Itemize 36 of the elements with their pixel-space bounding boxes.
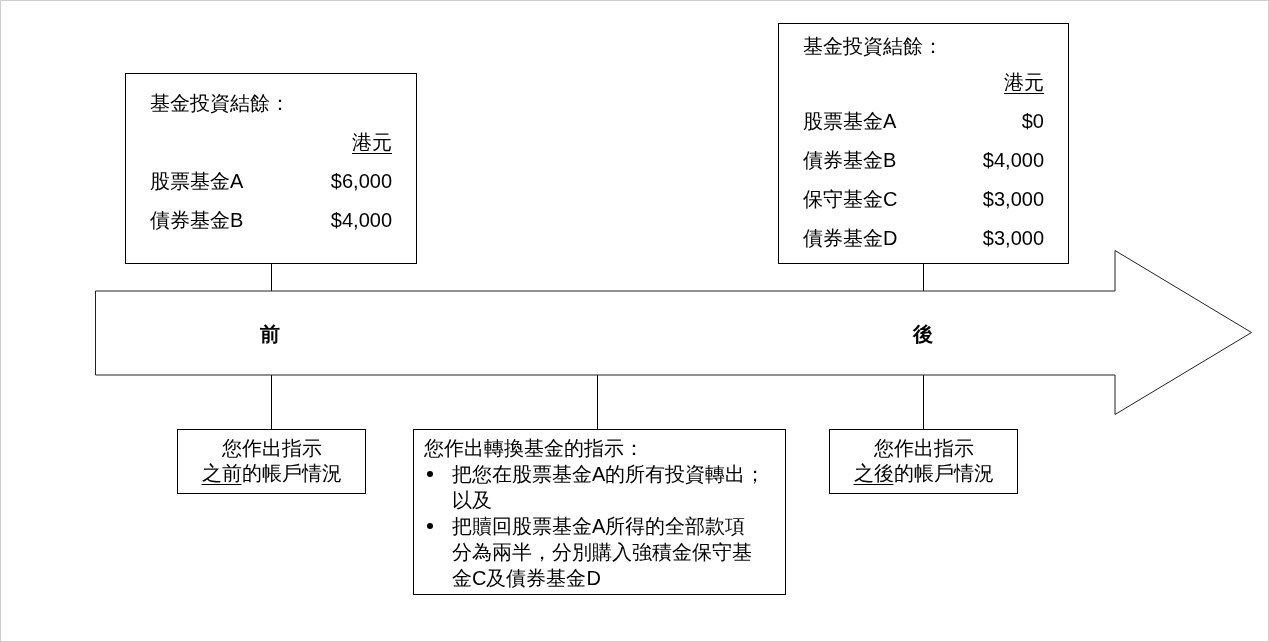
instruction-box	[413, 429, 786, 595]
box-heading: 基金投資結餘：	[803, 34, 943, 59]
note-box	[829, 429, 1018, 494]
connector-line	[271, 374, 272, 430]
fund-name: 股票基金A	[150, 169, 244, 194]
balance-box	[125, 73, 417, 264]
instruction-heading: 您作出轉換基金的指示：	[424, 436, 644, 461]
fund-name: 債券基金B	[150, 208, 244, 233]
fund-amount: $0	[1021, 109, 1044, 134]
note-text: 之前的帳戶情況	[201, 461, 342, 486]
fund-amount: $6,000	[330, 169, 392, 194]
timeline-label: 後	[913, 324, 933, 344]
fund-amount: $4,000	[330, 208, 392, 233]
fund-name: 股票基金A	[803, 109, 897, 134]
connector-line	[271, 263, 272, 292]
box-heading: 基金投資結餘：	[150, 91, 290, 116]
bullet-text: 把您在股票基金A的所有投資轉出；以及	[452, 462, 767, 513]
connector-line	[597, 374, 598, 430]
connector-line	[923, 374, 924, 430]
fund-name: 保守基金C	[803, 187, 898, 212]
timeline-arrow	[95, 250, 1252, 415]
currency-header: 港元	[352, 130, 392, 155]
fund-name: 債券基金D	[803, 226, 898, 251]
timeline-label: 前	[260, 324, 280, 344]
balance-box	[778, 23, 1069, 264]
currency-header: 港元	[1004, 70, 1044, 95]
note-text: 之後的帳戶情況	[853, 461, 994, 486]
fund-name: 債券基金B	[803, 148, 897, 173]
note-text: 您作出指示	[873, 436, 974, 461]
bullet-text: 把贖回股票基金A所得的全部款項分為兩半，分別購入強積金保守基金C及債券基金D	[452, 514, 752, 591]
fund-amount: $4,000	[982, 148, 1044, 173]
fund-amount: $3,000	[982, 226, 1044, 251]
note-text: 您作出指示	[221, 436, 322, 461]
connector-line	[923, 263, 924, 292]
fund-amount: $3,000	[982, 187, 1044, 212]
note-box	[177, 429, 366, 494]
